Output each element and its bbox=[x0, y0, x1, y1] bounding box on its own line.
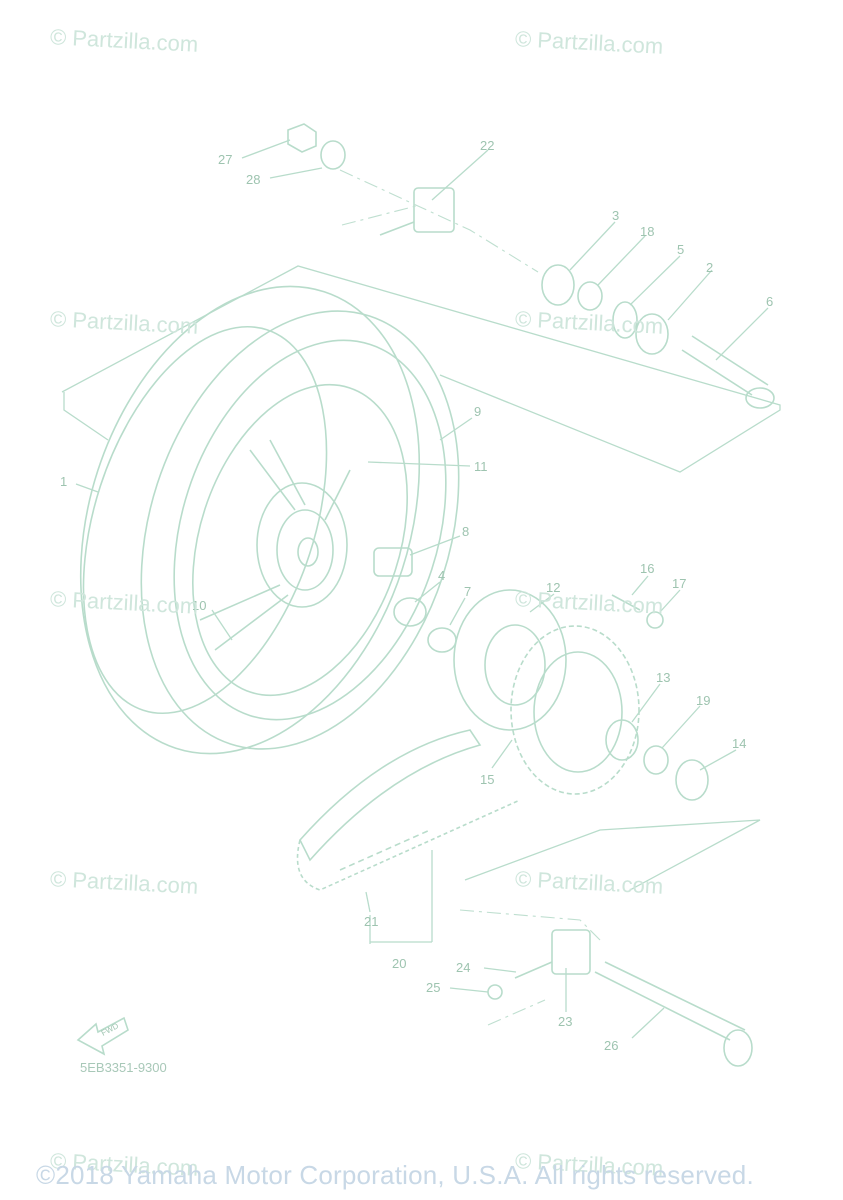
callout-25: 25 bbox=[426, 980, 440, 995]
part-27-nut bbox=[287, 123, 317, 153]
wheel-rim bbox=[192, 383, 408, 697]
axis-dash-left bbox=[341, 204, 421, 226]
part-3-seal bbox=[541, 264, 575, 306]
callout-11: 11 bbox=[474, 459, 488, 474]
part-20-chain bbox=[296, 729, 521, 891]
callout-labels: 1 2 3 4 5 6 7 8 9 10 11 12 13 14 15 16 1… bbox=[60, 138, 773, 1053]
part-23-chain-puller bbox=[551, 929, 591, 975]
fwd-label: FWD bbox=[100, 1021, 121, 1038]
fwd-arrow-icon: FWD bbox=[76, 1016, 129, 1056]
callout-14: 14 bbox=[732, 736, 746, 751]
callout-12: 12 bbox=[546, 580, 560, 595]
callout-10: 10 bbox=[192, 598, 206, 613]
part-17-nut bbox=[646, 611, 664, 629]
callout-5: 5 bbox=[677, 242, 684, 257]
part-6-spacer bbox=[681, 335, 775, 409]
callout-16: 16 bbox=[640, 561, 654, 576]
callout-3: 3 bbox=[612, 208, 619, 223]
callout-4: 4 bbox=[438, 568, 445, 583]
callout-8: 8 bbox=[462, 524, 469, 539]
axis-dash-lower2 bbox=[487, 999, 546, 1026]
part-4-bearing bbox=[393, 597, 427, 627]
part-5-circlip bbox=[612, 301, 638, 339]
part-19-collar bbox=[643, 745, 669, 775]
callout-15: 15 bbox=[480, 772, 494, 787]
part-16-stud bbox=[611, 594, 641, 611]
callout-23: 23 bbox=[558, 1014, 572, 1029]
axis-dash-upper bbox=[339, 169, 539, 273]
part-8-collar bbox=[373, 547, 413, 577]
callout-6: 6 bbox=[766, 294, 773, 309]
copyright-notice: ©2018 Yamaha Motor Corporation, U.S.A. A… bbox=[36, 1160, 754, 1190]
callout-28: 28 bbox=[246, 172, 260, 187]
part-28-washer bbox=[320, 140, 346, 170]
callout-7: 7 bbox=[464, 584, 471, 599]
callout-20: 20 bbox=[392, 956, 406, 971]
callout-17: 17 bbox=[672, 576, 686, 591]
part-15-sprocket bbox=[510, 625, 640, 795]
part-26-axle bbox=[594, 961, 753, 1067]
callout-18: 18 bbox=[640, 224, 654, 239]
callout-1: 1 bbox=[60, 474, 67, 489]
axis-dash-lower bbox=[459, 909, 601, 941]
part-18-collar bbox=[577, 281, 603, 311]
callout-13: 13 bbox=[656, 670, 670, 685]
callout-19: 19 bbox=[696, 693, 710, 708]
callout-24: 24 bbox=[456, 960, 470, 975]
callout-26: 26 bbox=[604, 1038, 618, 1053]
part-22-chain-puller bbox=[413, 187, 455, 233]
part-13-bearing bbox=[605, 719, 639, 761]
platform-outline bbox=[63, 392, 109, 441]
part-12-sprocket-hub bbox=[453, 589, 567, 731]
part-2-bearing bbox=[635, 313, 669, 355]
part-24-bolt bbox=[514, 961, 553, 979]
callout-leaders bbox=[75, 139, 769, 1039]
lower-platform bbox=[464, 819, 761, 891]
rear-tire bbox=[79, 285, 460, 755]
callout-9: 9 bbox=[474, 404, 481, 419]
part-14-seal bbox=[675, 759, 709, 801]
diagram-code: 5EB3351-9300 bbox=[80, 1060, 167, 1075]
part-7-spacer bbox=[427, 627, 457, 653]
callout-22: 22 bbox=[480, 138, 494, 153]
platform-outline-right bbox=[61, 265, 781, 473]
callout-2: 2 bbox=[706, 260, 713, 275]
callout-27: 27 bbox=[218, 152, 232, 167]
callout-21: 21 bbox=[364, 914, 378, 929]
part-25-nut bbox=[487, 984, 503, 1000]
